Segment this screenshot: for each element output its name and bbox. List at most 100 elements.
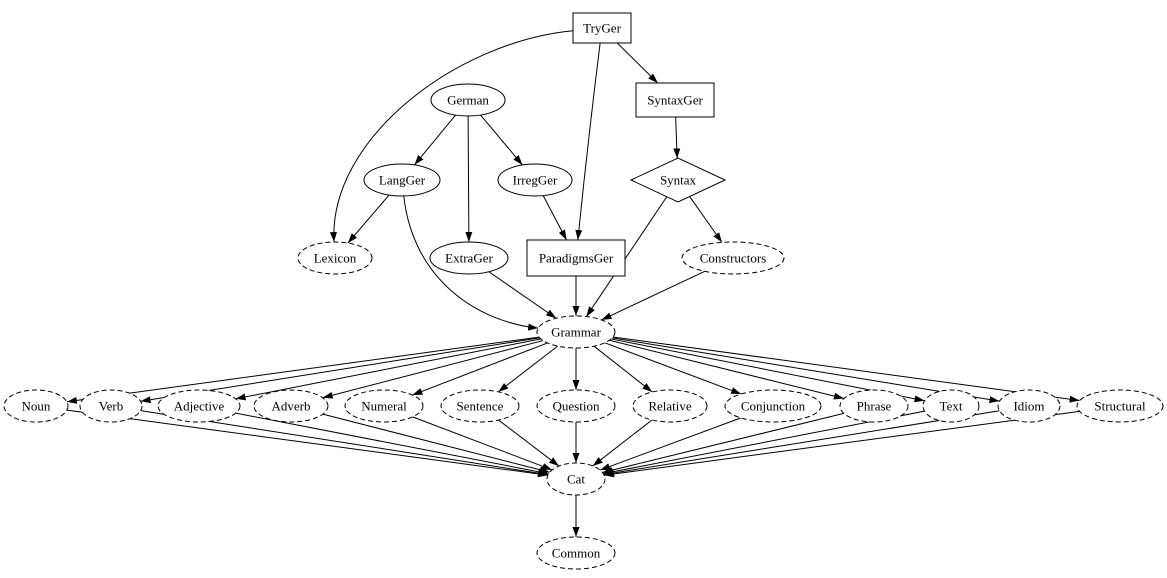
edge-Adverb-Cat bbox=[322, 413, 550, 474]
node-Constructors: Constructors bbox=[681, 241, 785, 275]
edge-German-LangGer bbox=[414, 114, 456, 166]
edge-Syntax-Constructors bbox=[689, 196, 723, 243]
node-Structural-label: Structural bbox=[1094, 399, 1146, 414]
edge-German-IrregGer bbox=[480, 114, 523, 166]
node-Adjective-shape bbox=[157, 389, 241, 423]
node-Constructors-shape bbox=[681, 241, 785, 275]
node-German-label: German bbox=[447, 93, 489, 108]
node-SyntaxGer-label: SyntaxGer bbox=[647, 93, 703, 108]
node-Noun-label: Noun bbox=[22, 399, 51, 414]
node-Verb-shape bbox=[79, 389, 143, 423]
node-Sentence-shape bbox=[440, 389, 520, 423]
edge-Grammar-Relative bbox=[593, 345, 653, 393]
edge-LangGer-Grammar bbox=[403, 195, 539, 331]
node-Text-shape bbox=[922, 389, 980, 423]
edge-Structural-Cat bbox=[604, 410, 1080, 478]
node-Question-label: Question bbox=[553, 399, 600, 414]
node-Relative-shape bbox=[632, 389, 708, 423]
node-Idiom: Idiom bbox=[997, 389, 1061, 423]
node-Cat-shape bbox=[546, 462, 606, 496]
node-TryGer-label: TryGer bbox=[583, 21, 621, 36]
node-Adjective-label: Adjective bbox=[174, 399, 225, 414]
node-Numeral-shape bbox=[344, 389, 424, 423]
node-Question-shape bbox=[536, 389, 616, 423]
edge-LangGer-Lexicon bbox=[347, 194, 390, 244]
edge-Numeral-Cat bbox=[412, 416, 553, 471]
node-ExtraGer-shape bbox=[429, 241, 509, 275]
node-Constructors-label: Constructors bbox=[700, 251, 766, 266]
node-LangGer: LangGer bbox=[363, 163, 441, 197]
node-Adverb: Adverb bbox=[253, 389, 329, 423]
node-Structural-shape bbox=[1076, 389, 1164, 423]
node-Text-label: Text bbox=[940, 399, 963, 414]
edge-Noun-Cat bbox=[66, 409, 548, 478]
node-Syntax: Syntax bbox=[629, 157, 727, 203]
node-ParadigmsGer-shape bbox=[526, 239, 626, 277]
edge-Grammar-Phrase bbox=[609, 339, 845, 400]
node-Syntax-shape bbox=[629, 157, 727, 203]
edge-TryGer-Lexicon bbox=[329, 30, 574, 243]
node-Adjective: Adjective bbox=[157, 389, 241, 423]
node-Adverb-label: Adverb bbox=[272, 399, 311, 414]
node-IrregGer: IrregGer bbox=[497, 163, 573, 197]
node-ExtraGer-label: ExtraGer bbox=[445, 251, 493, 266]
edge-German-ExtraGer bbox=[465, 115, 473, 243]
node-Numeral-label: Numeral bbox=[361, 399, 407, 414]
node-Phrase-label: Phrase bbox=[857, 399, 892, 414]
edge-Grammar-Adjective bbox=[235, 338, 541, 401]
node-SyntaxGer-shape bbox=[635, 82, 715, 118]
node-Sentence: Sentence bbox=[440, 389, 520, 423]
node-Phrase: Phrase bbox=[839, 389, 909, 423]
edge-Grammar-Structural bbox=[612, 336, 1080, 403]
node-German-shape bbox=[430, 83, 506, 117]
node-Common-label: Common bbox=[552, 546, 601, 561]
edge-Phrase-Cat bbox=[602, 412, 844, 474]
node-Grammar-shape bbox=[536, 315, 616, 349]
node-Lexicon-shape bbox=[297, 241, 373, 275]
node-Phrase-shape bbox=[839, 389, 909, 423]
node-LangGer-label: LangGer bbox=[379, 173, 426, 188]
node-Syntax-label: Syntax bbox=[660, 173, 697, 188]
edge-Idiom-Cat bbox=[603, 410, 1000, 477]
node-Noun: Noun bbox=[3, 389, 69, 423]
node-Conjunction-label: Conjunction bbox=[741, 399, 806, 414]
edge-Adjective-Cat bbox=[235, 412, 549, 476]
edge-SyntaxGer-Syntax bbox=[673, 116, 681, 159]
node-Idiom-shape bbox=[997, 389, 1061, 423]
node-Relative-label: Relative bbox=[648, 399, 692, 414]
node-Question: Question bbox=[536, 389, 616, 423]
node-Cat-label: Cat bbox=[567, 472, 585, 487]
node-Grammar-label: Grammar bbox=[551, 325, 601, 340]
edge-Grammar-Sentence bbox=[498, 345, 558, 393]
edge-Grammar-Idiom bbox=[612, 337, 1000, 404]
edge-Conjunction-Cat bbox=[599, 417, 742, 471]
node-Conjunction-shape bbox=[724, 389, 822, 423]
node-German: German bbox=[430, 83, 506, 117]
node-Common-shape bbox=[536, 536, 616, 570]
node-Structural: Structural bbox=[1076, 389, 1164, 423]
node-TryGer-shape bbox=[572, 12, 632, 44]
node-Sentence-label: Sentence bbox=[457, 399, 504, 414]
edge-Grammar-Noun bbox=[66, 336, 540, 404]
node-Text: Text bbox=[922, 389, 980, 423]
node-Lexicon-label: Lexicon bbox=[314, 251, 357, 266]
edge-Syntax-Grammar bbox=[585, 196, 668, 317]
edge-Grammar-Conjunction bbox=[604, 342, 742, 395]
node-Noun-shape bbox=[3, 389, 69, 423]
node-Grammar: Grammar bbox=[536, 315, 616, 349]
edge-TryGer-SyntaxGer bbox=[616, 42, 659, 84]
node-TryGer: TryGer bbox=[572, 12, 632, 44]
node-IrregGer-shape bbox=[497, 163, 573, 197]
edge-IrregGer-ParadigmsGer bbox=[542, 195, 567, 241]
node-Idiom-label: Idiom bbox=[1013, 399, 1044, 414]
edge-Grammar-Numeral bbox=[412, 342, 548, 396]
edge-Sentence-Cat bbox=[498, 419, 560, 467]
node-SyntaxGer: SyntaxGer bbox=[635, 82, 715, 118]
node-IrregGer-label: IrregGer bbox=[513, 173, 558, 188]
edge-Relative-Cat bbox=[592, 419, 653, 467]
node-Cat: Cat bbox=[546, 462, 606, 496]
node-ExtraGer: ExtraGer bbox=[429, 241, 509, 275]
